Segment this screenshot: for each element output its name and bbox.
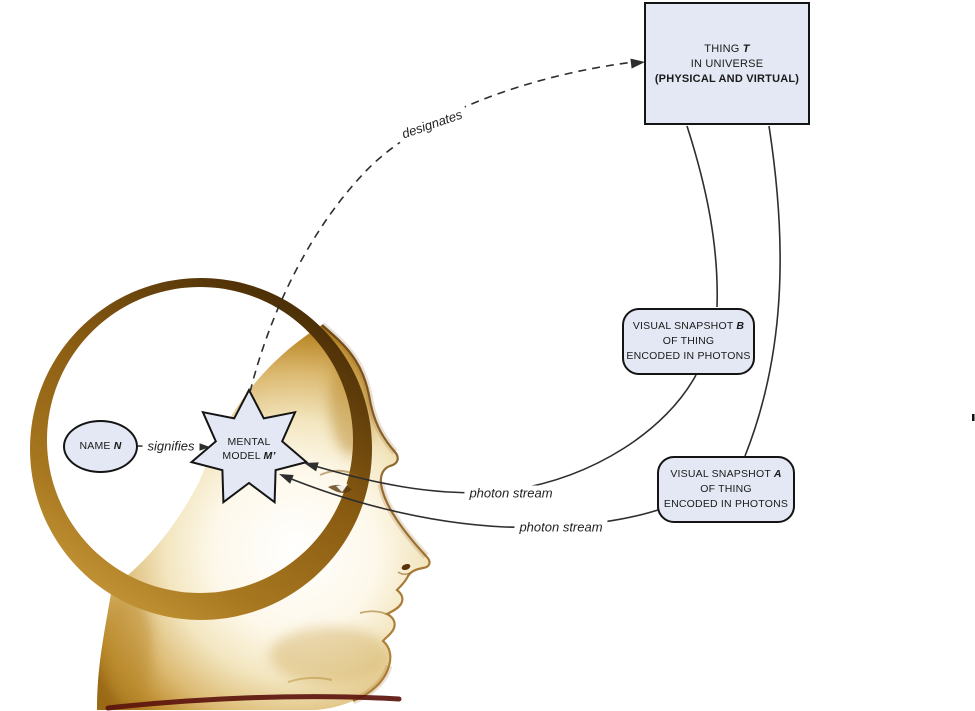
- node-line: ENCODED IN PHOTONS: [663, 498, 789, 510]
- arrowhead-signifies: [197, 442, 210, 452]
- label-signifies: signifies: [142, 438, 200, 454]
- jaw-shade: [270, 627, 390, 683]
- arrowhead-photon-lower: [279, 474, 294, 484]
- mouth-mark: [359, 610, 387, 615]
- edge-thing-to-snapshot-b: [686, 125, 719, 308]
- node-line: OF THING: [700, 483, 752, 495]
- nose-wing-crease: [397, 571, 411, 576]
- edge-thing-to-snapshot-a: [744, 125, 781, 457]
- node-line: MENTAL: [227, 436, 271, 448]
- node-visual-snapshot-b: VISUAL SNAPSHOT B OF THING ENCODED IN PH…: [622, 308, 755, 375]
- node-name: NAME N: [63, 420, 138, 473]
- arrowhead-designates: [630, 58, 645, 69]
- head-illustration: [30, 278, 431, 711]
- eye-highlight: [336, 484, 348, 492]
- node-line: THING T: [704, 43, 750, 55]
- chin-crease: [287, 676, 333, 683]
- mental-model-label: MENTAL MODEL M’: [222, 435, 275, 463]
- node-line: VISUAL SNAPSHOT B: [632, 320, 745, 332]
- node-line: VISUAL SNAPSHOT A: [670, 468, 782, 480]
- nostril-mark: [401, 563, 411, 571]
- label-photon-stream-lower: photon stream: [514, 519, 608, 535]
- neck-shade: [104, 592, 152, 708]
- arrowhead-photon-upper: [304, 462, 319, 472]
- mental-model-star: [189, 387, 309, 505]
- node-line: NAME N: [79, 440, 122, 452]
- node-thing-in-universe: THING T IN UNIVERSE (PHYSICAL AND VIRTUA…: [644, 2, 810, 125]
- node-line: MODEL M’: [222, 450, 276, 462]
- node-line: IN UNIVERSE: [690, 58, 764, 70]
- node-line: ENCODED IN PHOTONS: [626, 350, 751, 362]
- label-photon-stream-upper: photon stream: [464, 485, 558, 501]
- node-line: OF THING: [662, 335, 715, 347]
- edge-snapshot-a-to-model: [283, 475, 662, 529]
- neck-base-line: [105, 694, 402, 711]
- node-line: (PHYSICAL AND VIRTUAL): [654, 73, 800, 85]
- edge-artifact: [972, 414, 975, 421]
- node-visual-snapshot-a: VISUAL SNAPSHOT A OF THING ENCODED IN PH…: [657, 456, 795, 523]
- edge-designates: [249, 61, 635, 393]
- brow-crease: [319, 469, 359, 477]
